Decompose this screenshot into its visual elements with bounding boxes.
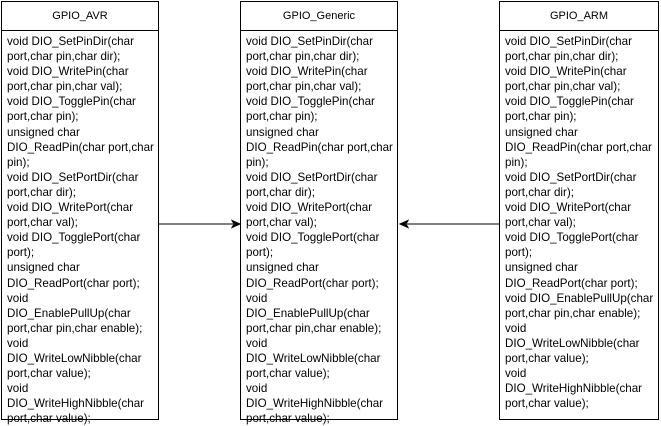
class-title: GPIO_Generic bbox=[241, 2, 397, 31]
member-toggle-port: void DIO_TogglePort(char port); bbox=[246, 231, 380, 260]
member-read-pin: unsigned char DIO_ReadPin(char port,char… bbox=[7, 125, 154, 169]
member-toggle-pin: void DIO_TogglePin(char port,char pin); bbox=[246, 95, 375, 124]
member-toggle-pin: void DIO_TogglePin(char port,char pin); bbox=[505, 95, 634, 124]
arrowhead-right-icon bbox=[230, 219, 242, 229]
member-write-port: void DIO_WritePort(char port,char val); bbox=[246, 201, 373, 230]
member-write-high-nibble: void DIO_WriteHighNibble(char port,char … bbox=[246, 382, 384, 426]
member-toggle-port: void DIO_TogglePort(char port); bbox=[505, 231, 639, 260]
member-write-high-nibble: void DIO_WriteHighNibble(char port,char … bbox=[7, 382, 145, 426]
member-enable-pull-up: void DIO_EnablePullUp(char port,char pin… bbox=[505, 291, 654, 320]
class-box-gpio-avr[interactable]: GPIO_AVR void DIO_SetPinDir(char port,ch… bbox=[1, 1, 159, 425]
member-enable-pull-up: void DIO_EnablePullUp(char port,char pin… bbox=[246, 291, 382, 335]
member-write-pin: void DIO_WritePin(char port,char pin,cha… bbox=[7, 65, 129, 94]
member-read-port: unsigned char DIO_ReadPort(char port); bbox=[246, 261, 379, 290]
member-write-low-nibble: void DIO_WriteLowNibble(char port,char v… bbox=[7, 336, 142, 381]
member-set-pin-dir: void DIO_SetPinDir(char port,char pin,ch… bbox=[7, 35, 134, 64]
member-set-port-dir: void DIO_SetPortDir(char port,char dir); bbox=[246, 170, 378, 199]
member-write-pin: void DIO_WritePin(char port,char pin,cha… bbox=[246, 65, 368, 94]
member-enable-pull-up: void DIO_EnablePullUp(char port,char pin… bbox=[7, 291, 143, 335]
class-title: GPIO_ARM bbox=[500, 2, 658, 31]
member-write-low-nibble: void DIO_WriteLowNibble(char port,char v… bbox=[246, 336, 381, 381]
member-set-pin-dir: void DIO_SetPinDir(char port,char pin,ch… bbox=[505, 35, 632, 64]
member-write-port: void DIO_WritePort(char port,char val); bbox=[505, 201, 632, 230]
member-write-high-nibble: void DIO_WriteHighNibble(char port,char … bbox=[505, 367, 643, 411]
member-toggle-pin: void DIO_TogglePin(char port,char pin); bbox=[7, 95, 136, 124]
member-set-port-dir: void DIO_SetPortDir(char port,char dir); bbox=[7, 170, 139, 199]
member-write-port: void DIO_WritePort(char port,char val); bbox=[7, 201, 134, 230]
member-set-pin-dir: void DIO_SetPinDir(char port,char pin,ch… bbox=[246, 35, 373, 64]
class-members: void DIO_SetPinDir(char port,char pin,ch… bbox=[2, 31, 158, 426]
arrowhead-left-icon bbox=[398, 219, 410, 229]
member-write-pin: void DIO_WritePin(char port,char pin,cha… bbox=[505, 65, 627, 94]
member-read-pin: unsigned char DIO_ReadPin(char port,char… bbox=[505, 125, 652, 169]
class-title: GPIO_AVR bbox=[2, 2, 158, 31]
class-box-gpio-generic[interactable]: GPIO_Generic void DIO_SetPinDir(char por… bbox=[240, 1, 398, 425]
member-read-pin: unsigned char DIO_ReadPin(char port,char… bbox=[246, 125, 393, 169]
class-box-gpio-arm[interactable]: GPIO_ARM void DIO_SetPinDir(char port,ch… bbox=[499, 1, 659, 420]
connector-avr-to-generic[interactable] bbox=[159, 219, 242, 229]
connector-arm-to-generic[interactable] bbox=[398, 219, 499, 229]
member-set-port-dir: void DIO_SetPortDir(char port,char dir); bbox=[505, 170, 637, 199]
member-read-port: unsigned char DIO_ReadPort(char port); bbox=[505, 261, 638, 290]
class-members: void DIO_SetPinDir(char port,char pin,ch… bbox=[500, 31, 658, 411]
member-toggle-port: void DIO_TogglePort(char port); bbox=[7, 231, 141, 260]
class-members: void DIO_SetPinDir(char port,char pin,ch… bbox=[241, 31, 397, 426]
member-write-low-nibble: void DIO_WriteLowNibble(char port,char v… bbox=[505, 321, 640, 365]
member-read-port: unsigned char DIO_ReadPort(char port); bbox=[7, 261, 140, 290]
